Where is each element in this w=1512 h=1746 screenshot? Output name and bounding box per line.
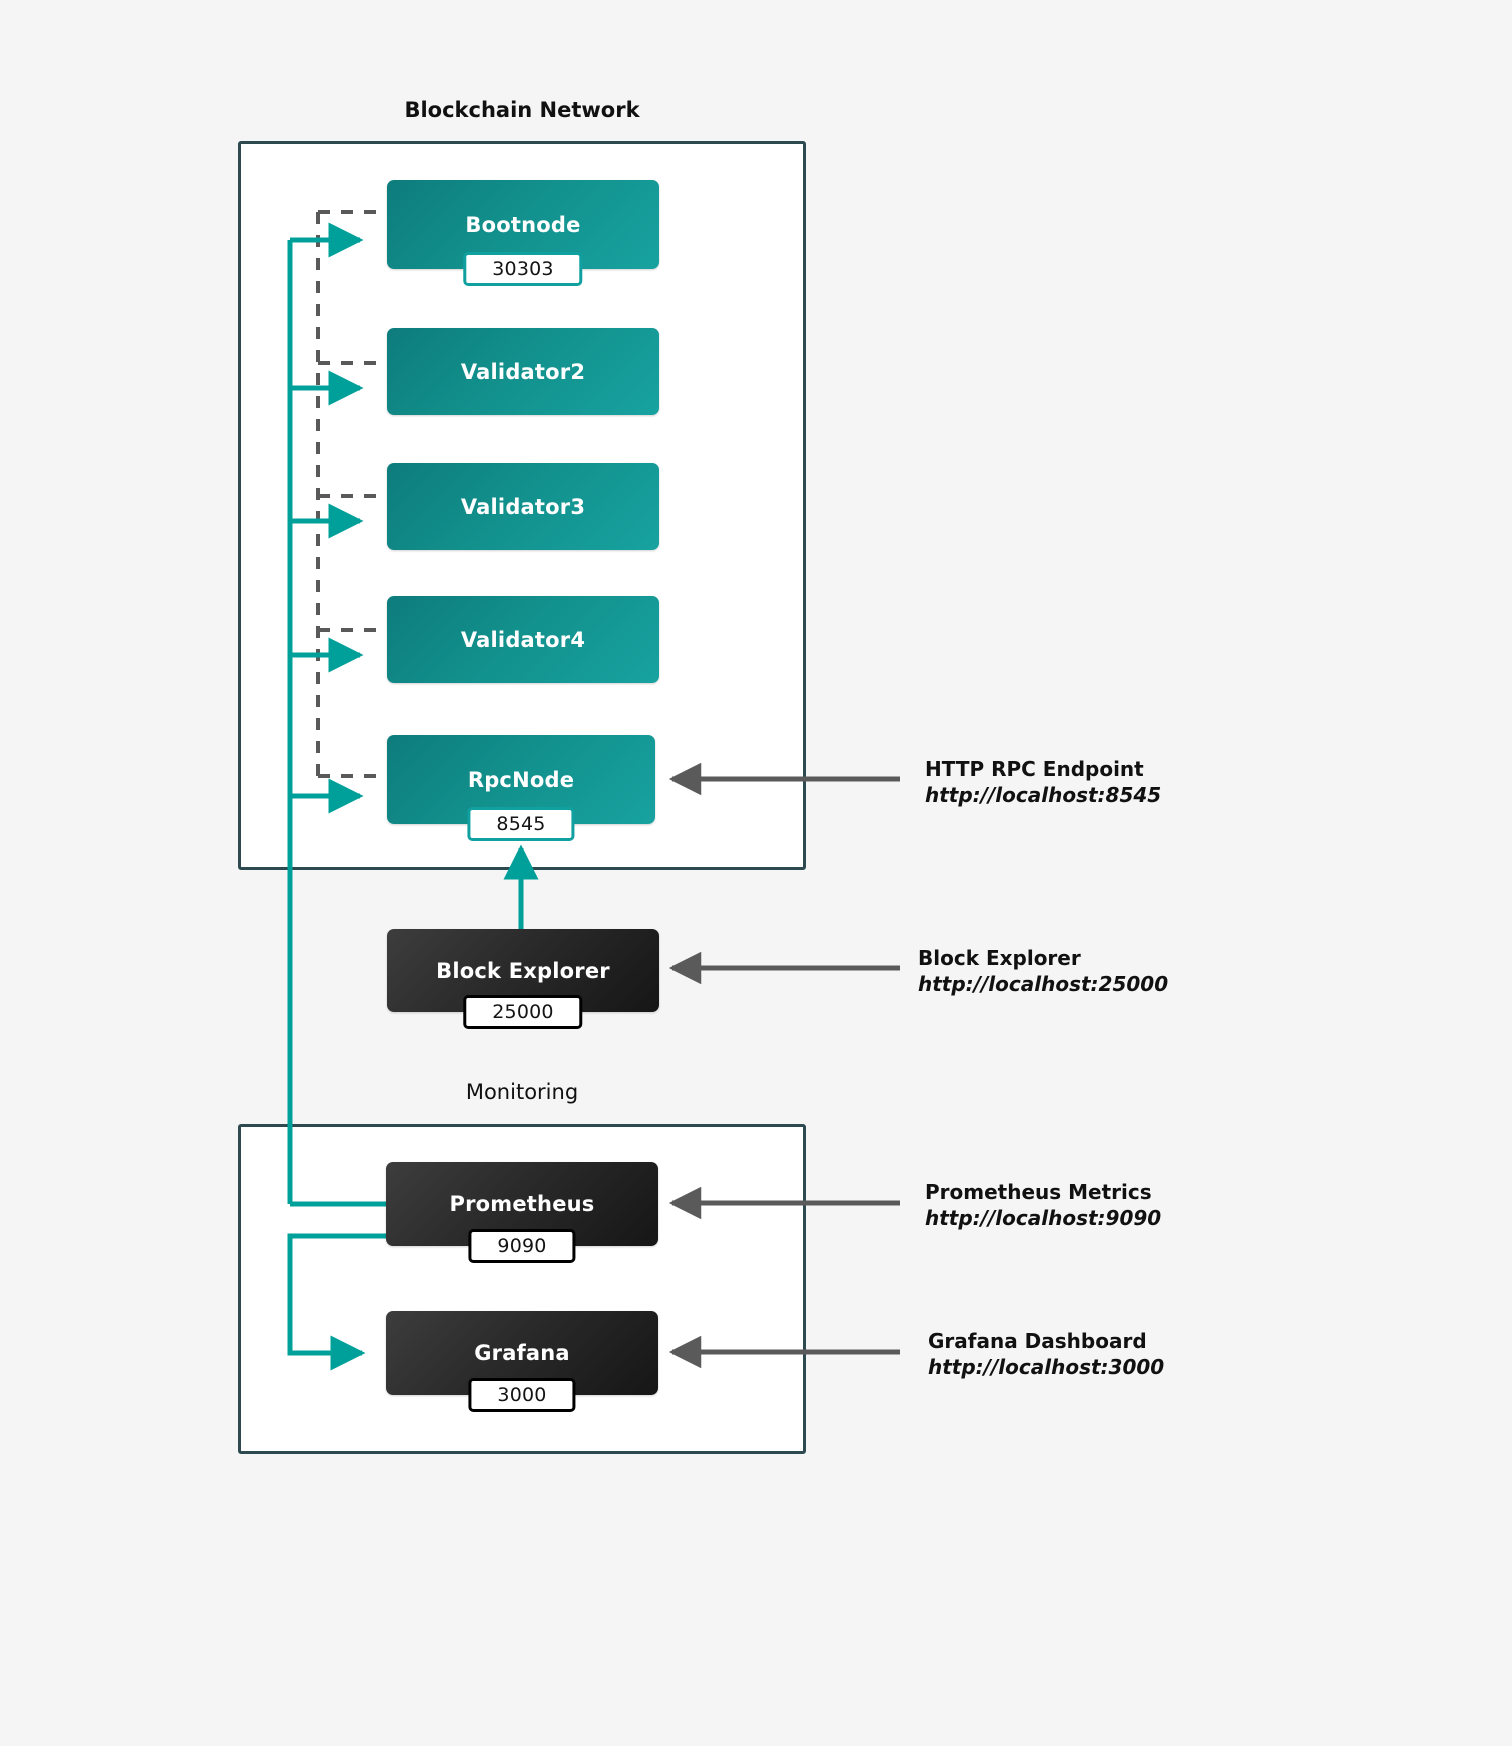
node-prometheus-label: Prometheus	[449, 1192, 595, 1216]
node-rpcnode-label: RpcNode	[467, 767, 575, 792]
node-bootnode-port: 30303	[463, 252, 583, 286]
node-grafana[interactable]: Grafana 3000	[386, 1311, 658, 1412]
prometheus-to-grafana-arrow	[287, 1233, 386, 1371]
node-bootnode[interactable]: Bootnode 30303	[387, 180, 659, 286]
annotation-explorer-title: Block Explorer	[918, 946, 1081, 970]
node-grafana-label: Grafana	[474, 1341, 570, 1365]
node-block-explorer[interactable]: Block Explorer 25000	[387, 929, 659, 1029]
annotation-prometheus: Prometheus Metrics http://localhost:9090	[925, 1180, 1161, 1231]
annotation-grafana-url: http://localhost:3000	[928, 1354, 1165, 1379]
node-prometheus[interactable]: Prometheus 9090	[386, 1162, 658, 1263]
node-grafana-port: 3000	[468, 1378, 576, 1412]
annotation-rpc-title: HTTP RPC Endpoint	[925, 757, 1144, 781]
annotation-grafana: Grafana Dashboard http://localhost:3000	[928, 1329, 1164, 1380]
node-block-explorer-port: 25000	[463, 995, 583, 1029]
node-prometheus-port: 9090	[468, 1229, 576, 1263]
blockchain-network-title: Blockchain Network	[404, 98, 640, 122]
annotation-rpc-url: http://localhost:8545	[925, 782, 1162, 807]
node-bootnode-label: Bootnode	[465, 212, 581, 237]
annotation-prometheus-title: Prometheus Metrics	[925, 1180, 1152, 1204]
annotation-prometheus-url: http://localhost:9090	[925, 1205, 1162, 1230]
node-validator4[interactable]: Validator4	[387, 596, 659, 683]
node-validator4-label: Validator4	[460, 627, 586, 652]
node-validator3[interactable]: Validator3	[387, 463, 659, 550]
annotation-explorer: Block Explorer http://localhost:25000	[918, 946, 1168, 997]
node-validator2[interactable]: Validator2	[387, 328, 659, 415]
node-rpcnode-port: 8545	[467, 807, 575, 841]
node-block-explorer-label: Block Explorer	[436, 958, 610, 983]
annotation-explorer-url: http://localhost:25000	[918, 971, 1169, 996]
monitoring-title: Monitoring	[465, 1080, 579, 1104]
annotation-rpc: HTTP RPC Endpoint http://localhost:8545	[925, 757, 1161, 808]
node-validator2-label: Validator2	[460, 359, 586, 384]
node-validator3-label: Validator3	[460, 494, 586, 519]
node-rpcnode[interactable]: RpcNode 8545	[387, 735, 655, 841]
annotation-grafana-title: Grafana Dashboard	[928, 1329, 1147, 1353]
